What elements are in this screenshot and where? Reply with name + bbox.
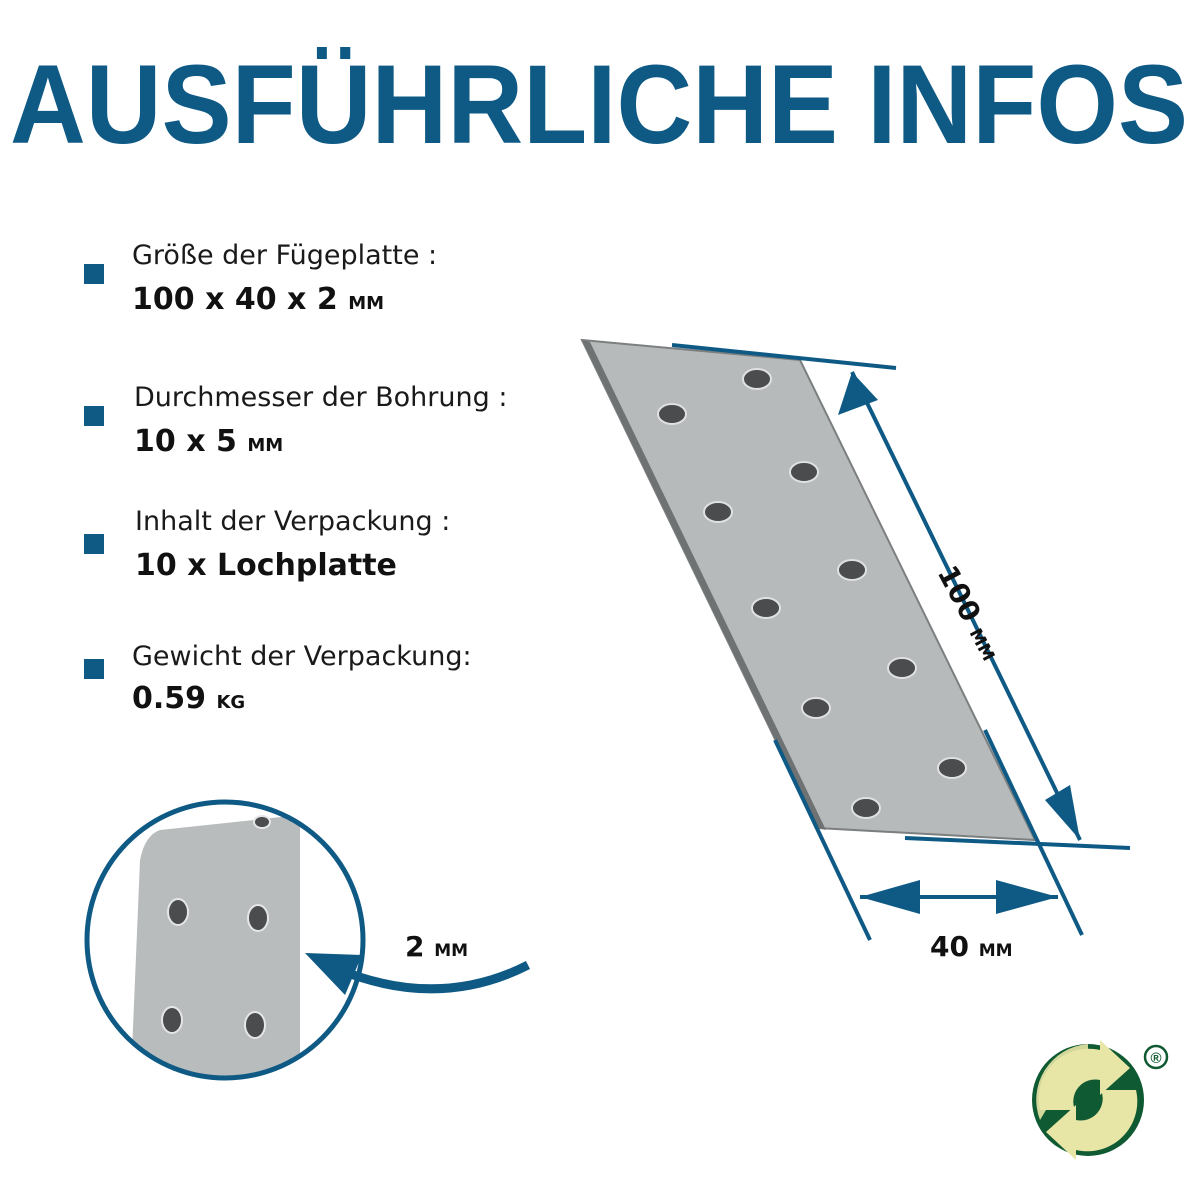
page-title: AUSFÜHRLICHE INFOS: [10, 42, 1188, 160]
spec-value: 0.59 kg: [132, 681, 246, 716]
curved-arrow-icon: [338, 960, 531, 994]
perforated-plate-image: [580, 338, 1037, 842]
spec-label: Durchmesser der Bohrung :: [134, 382, 508, 413]
arrowheads: [838, 372, 1080, 914]
bullet-icon: [84, 659, 104, 679]
green-dot-recycling-logo: ®: [1032, 1040, 1169, 1160]
spec-value: 10 x Lochplatte: [135, 548, 397, 583]
spec-label: Gewicht der Verpackung:: [132, 641, 472, 672]
spec-label: Inhalt der Verpackung :: [135, 506, 451, 537]
thickness-dimension-label: 2 mm: [405, 930, 469, 963]
svg-text:AUSFÜHRLICHE INFOS: AUSFÜHRLICHE INFOS: [10, 42, 1188, 160]
curved-arrow-head: [305, 953, 362, 995]
width-dimension-label: 40 mm: [930, 930, 1013, 963]
thickness-detail-inset: [84, 799, 366, 1081]
spec-value: 100 x 40 x 2 mm: [132, 282, 385, 317]
bullet-icon: [84, 406, 104, 426]
spec-value: 10 x 5 mm: [134, 424, 284, 459]
spec-label: Größe der Fügeplatte :: [132, 240, 438, 271]
bullet-icon: [84, 534, 104, 554]
bullet-icon: [84, 264, 104, 284]
svg-text:®: ®: [1150, 1050, 1161, 1067]
